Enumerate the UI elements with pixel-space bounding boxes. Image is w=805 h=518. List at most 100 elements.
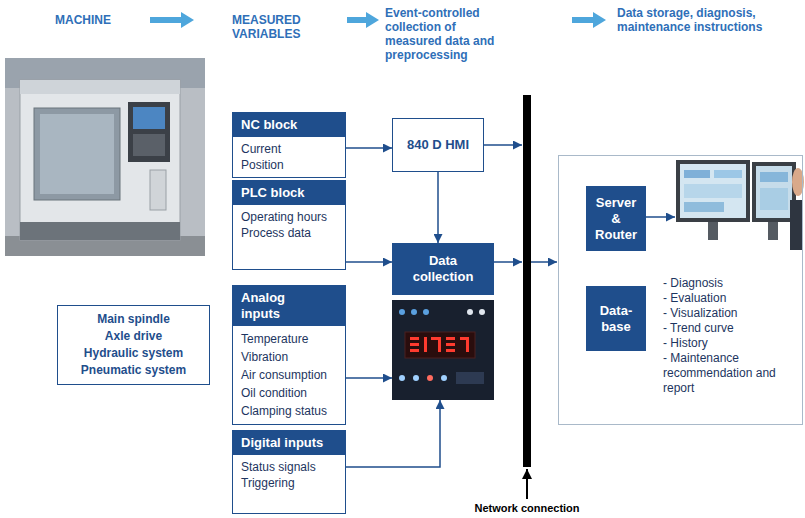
network-bus — [526, 469, 528, 499]
network-bus — [523, 95, 531, 499]
data-logger-photo — [446, 337, 455, 340]
data-logger-photo — [467, 309, 473, 315]
function-item: - Maintenance recommendation and report — [663, 351, 801, 396]
server-label: Server & Router — [591, 195, 641, 243]
machine-photo — [5, 58, 205, 256]
collector-block: Data collection — [392, 243, 494, 400]
title-bar: PLC block — [233, 181, 345, 205]
data-logger-photo — [399, 375, 405, 381]
monitor-photo — [760, 172, 788, 182]
stage-heading: Event-controlled collection of measured … — [385, 6, 510, 62]
monitor-photo — [756, 166, 792, 218]
stage-heading: MACHINE — [55, 13, 145, 27]
data-logger-photo — [446, 343, 455, 346]
data-logger-photo — [392, 300, 494, 400]
bus-arrows — [645, 216, 675, 218]
bus-arrows — [484, 144, 522, 146]
machine-photo — [34, 108, 120, 200]
data-logger-photo — [411, 309, 417, 315]
input-block: Analog inputsTemperatureVibrationAir con… — [232, 285, 346, 425]
monitor-photo — [684, 202, 724, 212]
stage-heading: MEASURED VARIABLES — [232, 13, 342, 41]
measured-variable: Operating hours — [241, 209, 337, 225]
box-label: Hydraulic system — [84, 345, 183, 362]
monitor-photo — [676, 160, 750, 222]
process-box: 840 D HMI — [392, 118, 484, 172]
title-bar: NC block — [233, 113, 345, 137]
block-body: Operating hoursProcess data — [233, 205, 345, 245]
server-label: Data- base — [591, 303, 641, 335]
machine-photo — [133, 134, 165, 156]
header-arrows — [150, 12, 194, 28]
monitor-photo — [676, 160, 804, 250]
header-arrows — [347, 12, 379, 28]
block-title: Digital inputs — [241, 435, 323, 451]
machine-photo — [133, 107, 165, 129]
input-block: NC blockCurrentPosition — [232, 112, 346, 178]
function-item: - Trend curve — [663, 321, 801, 336]
title-bar: Data collection — [392, 243, 494, 295]
monitor-photo — [768, 222, 778, 240]
bus-arrows — [494, 261, 522, 263]
machine-photo — [150, 170, 166, 210]
data-flow-arrow — [346, 377, 392, 379]
stage-heading: Data storage, diagnosis, maintenance ins… — [617, 6, 782, 34]
machine-photo — [20, 80, 180, 94]
data-logger-photo — [405, 332, 475, 358]
machine-photo — [5, 58, 205, 256]
data-logger-photo — [479, 309, 485, 315]
block-body: Status signalsTriggering — [233, 455, 345, 495]
measured-variable: Air consumption — [241, 366, 337, 384]
measured-variable: Vibration — [241, 348, 337, 366]
box-label: Axle drive — [105, 328, 162, 345]
machine-photo — [40, 114, 114, 194]
monitor-photo — [714, 170, 742, 178]
function-item: - Evaluation — [663, 291, 801, 306]
monitor-photo — [760, 188, 788, 210]
bus-arrows — [531, 261, 557, 263]
data-flow-arrow — [346, 261, 392, 263]
measured-variable: Clamping status — [241, 402, 337, 420]
data-logger-photo — [446, 349, 455, 352]
block-title: PLC block — [241, 185, 305, 201]
input-block: Digital inputsStatus signalsTriggering — [232, 430, 346, 514]
server-box: Data- base — [586, 286, 646, 351]
measured-variable: Triggering — [241, 475, 337, 491]
data-logger-photo — [410, 349, 419, 352]
storage-panel: - Diagnosis- Evaluation- Visualization- … — [558, 155, 803, 425]
data-flow-arrow — [346, 147, 392, 149]
data-logger-photo — [438, 337, 441, 352]
title-bar: Analog inputs — [233, 286, 345, 326]
data-logger-photo — [466, 337, 469, 352]
measured-variable: Temperature — [241, 330, 337, 348]
monitor-photo — [708, 222, 718, 240]
block-body: TemperatureVibrationAir consumptionOil c… — [233, 326, 345, 424]
monitor-photo — [684, 170, 710, 178]
header-arrows — [150, 12, 606, 28]
data-logger-photo — [399, 309, 405, 315]
data-logger-photo — [456, 372, 484, 384]
server-box: Server & Router — [586, 186, 646, 251]
bus-label: Network connection — [457, 502, 597, 515]
measured-variable: Process data — [241, 225, 337, 241]
function-item: - History — [663, 336, 801, 351]
data-logger-photo — [424, 337, 427, 352]
function-item: - Visualization — [663, 306, 801, 321]
measured-variable: Oil condition — [241, 384, 337, 402]
bus-arrows — [484, 145, 675, 262]
block-title: Analog inputs — [241, 290, 301, 322]
monitor-photo — [684, 184, 742, 198]
data-flow-arrow — [437, 172, 439, 243]
machine-photo — [128, 102, 170, 162]
data-logger-photo — [410, 343, 419, 346]
machine-photo — [20, 80, 180, 240]
data-logger-photo — [427, 375, 433, 381]
monitor-photo — [680, 164, 746, 218]
input-block: PLC blockOperating hoursProcess data — [232, 180, 346, 270]
data-flow-arrow — [346, 400, 440, 467]
data-logger-photo — [410, 337, 419, 340]
function-item: - Diagnosis — [663, 276, 801, 291]
box-label: Pneumatic system — [81, 362, 186, 379]
box-label: 840 D HMI — [407, 137, 469, 153]
